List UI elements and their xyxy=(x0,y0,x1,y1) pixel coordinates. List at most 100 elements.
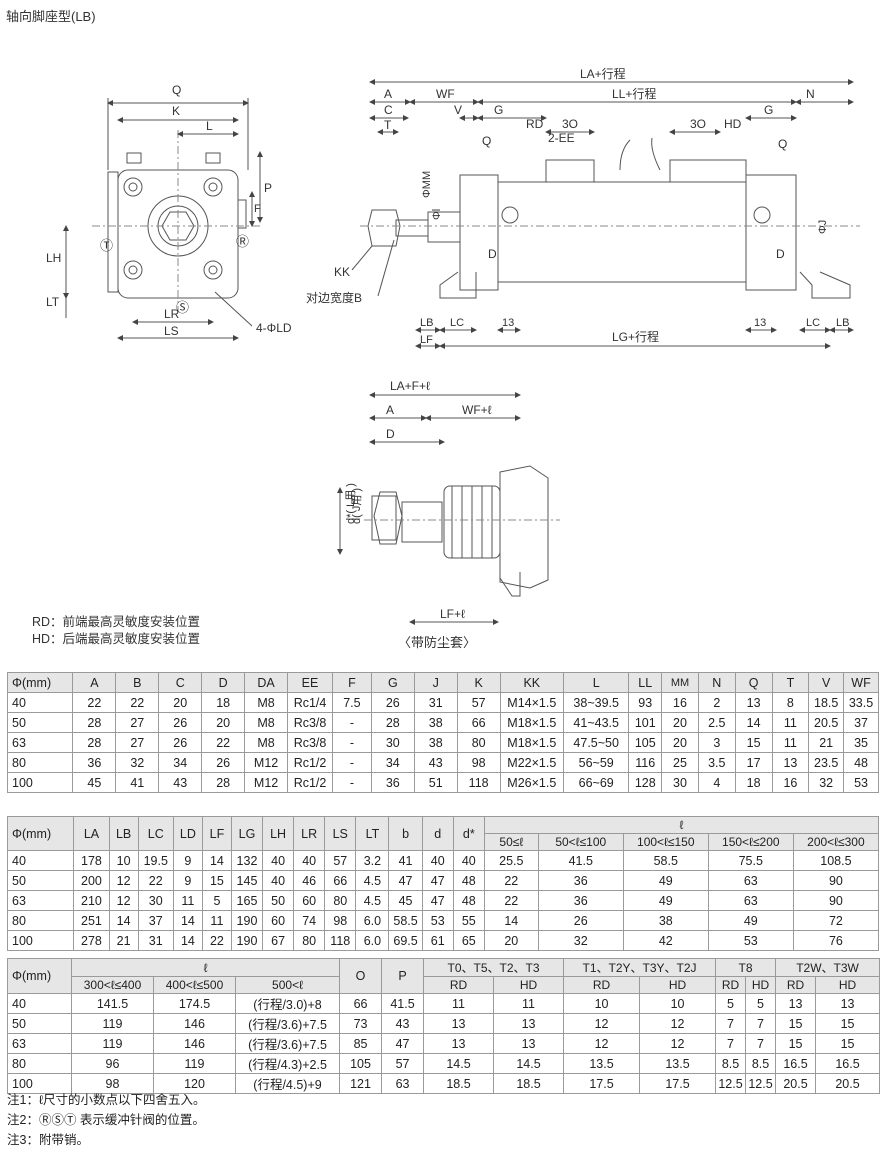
header-wf: WF xyxy=(843,672,879,693)
header-ell-range: 100<ℓ≤150 xyxy=(622,833,709,851)
dim-phi-i: Φl xyxy=(431,209,443,220)
dim-kk: KK xyxy=(334,265,350,279)
header-lr: LR xyxy=(293,816,326,851)
header-ll: LL xyxy=(628,672,663,693)
footnote-1: 注1：ℓ尺寸的小数点以下四舍五入。 xyxy=(7,1093,206,1107)
header-hd: HD xyxy=(815,976,881,994)
dim-hd: HD xyxy=(724,117,742,131)
header-hd: HD xyxy=(493,976,565,994)
mark-r: Ⓡ xyxy=(236,234,249,249)
dim-f: F xyxy=(254,203,261,215)
dim-wf: WF xyxy=(436,87,455,101)
dim-lf-l: LF+ℓ xyxy=(440,607,465,621)
dim-t: T xyxy=(384,118,392,132)
dim-mm: ΦMM xyxy=(421,171,433,198)
header-group-t1: T1、T2Y、T3Y、T2J xyxy=(563,958,717,977)
header-j: J xyxy=(413,672,458,693)
dim-c: C xyxy=(384,103,393,117)
boot-view xyxy=(337,392,560,625)
header-g: G xyxy=(370,672,415,693)
header-ls: LS xyxy=(324,816,357,851)
rd-note: RD：前端最高灵敏度安装位置 xyxy=(32,615,201,629)
header-phi: Φ(mm) xyxy=(6,816,75,851)
header-ell-range: 300<ℓ≤400 xyxy=(71,976,154,994)
dim-lf: LF xyxy=(420,334,433,346)
header-kk: KK xyxy=(499,672,564,693)
header-ell-range: 500<ℓ xyxy=(234,976,341,994)
technical-drawing: Q K L P F LH LT LR LS 4-ΦLD Ⓣ Ⓡ Ⓢ A C T … xyxy=(46,66,860,625)
dim-g-front: G xyxy=(494,103,503,117)
header-lb: LB xyxy=(108,816,139,851)
header-la: LA xyxy=(73,816,110,851)
footnote-3: 注3：附带销。 xyxy=(7,1133,89,1147)
dim-l: L xyxy=(206,119,213,133)
dim-d-j: d( J用 ) xyxy=(351,488,363,524)
spec-table-1: Φ(mm) A B C D DA EE F G J K KK L LL MM N… xyxy=(6,672,879,793)
dim-d-front: D xyxy=(488,247,497,261)
header-da: DA xyxy=(244,672,289,693)
header-lc: LC xyxy=(137,816,174,851)
header-lf: LF xyxy=(201,816,232,851)
header-ell: ℓ xyxy=(483,816,880,834)
mark-s: Ⓢ xyxy=(176,300,189,315)
dim-13-front: 13 xyxy=(502,317,514,329)
dim-g-rear: G xyxy=(764,103,773,117)
dim-q-side-front: Q xyxy=(482,134,491,148)
header-d-small: d xyxy=(421,816,454,851)
header-b: B xyxy=(115,672,160,693)
hd-note: HD：后端最高灵敏度安装位置 xyxy=(32,632,201,646)
header-ell-range: 50≤ℓ xyxy=(483,833,539,851)
header-lg: LG xyxy=(230,816,264,851)
header-ell-range: 400<ℓ≤500 xyxy=(153,976,236,994)
dim-d-l: d*( L用 ) xyxy=(345,483,357,524)
dim-2-ee: 2-EE xyxy=(548,131,575,145)
header-q: Q xyxy=(734,672,773,693)
header-rd: RD xyxy=(715,976,747,994)
dim-a: A xyxy=(384,87,392,101)
header-lt: LT xyxy=(355,816,390,851)
dim-p: P xyxy=(264,181,272,195)
dim-v: V xyxy=(454,103,462,117)
dim-4-ld: 4-ΦLD xyxy=(256,321,292,335)
dim-lh: LH xyxy=(46,251,61,265)
dim-d-boot: D xyxy=(386,427,395,441)
header-b-small: b xyxy=(388,816,423,851)
header-group-t2w: T2W、T3W xyxy=(775,958,881,977)
dim-lr: LR xyxy=(164,307,180,321)
side-view xyxy=(351,79,860,349)
header-lh: LH xyxy=(262,816,295,851)
table2-subheader-row: 50≤ℓ 50<ℓ≤100 100<ℓ≤150 150<ℓ≤200 200<ℓ≤… xyxy=(8,833,880,851)
header-v: V xyxy=(808,672,845,693)
header-hd: HD xyxy=(745,976,777,994)
header-p: P xyxy=(381,958,425,994)
dust-boot-caption: 〈带防尘套〉 xyxy=(398,635,477,650)
header-c: C xyxy=(158,672,203,693)
header-hd: HD xyxy=(639,976,717,994)
header-a: A xyxy=(72,672,117,693)
table2-header-row: Φ(mm) LA LB LC LD LF LG LH LR LS LT b d … xyxy=(6,816,880,851)
header-t: T xyxy=(771,672,810,693)
dim-q-side-rear: Q xyxy=(778,137,787,151)
front-view xyxy=(63,98,263,341)
dim-q-front: Q xyxy=(172,83,181,97)
dim-la: LA+行程 xyxy=(580,66,626,81)
dim-lc-front: LC xyxy=(450,317,464,329)
spec-table-2: Φ(mm) LA LB LC LD LF LG LH LR LS LT b d … xyxy=(6,816,880,951)
dim-ll: LL+行程 xyxy=(612,86,656,101)
dim-rd: RD xyxy=(526,117,544,131)
dim-lt: LT xyxy=(46,295,60,309)
dim-lc-rear: LC xyxy=(806,317,820,329)
dim-a-boot: A xyxy=(386,403,394,417)
header-n: N xyxy=(697,672,736,693)
dim-n: N xyxy=(806,87,815,101)
page-title: 轴向脚座型(LB) xyxy=(6,9,96,24)
dim-lg: LG+行程 xyxy=(612,329,659,344)
header-ell-range: 200<ℓ≤300 xyxy=(792,833,880,851)
header-ell-range: 50<ℓ≤100 xyxy=(537,833,624,851)
header-group-t0: T0、T5、T2、T3 xyxy=(423,958,565,977)
